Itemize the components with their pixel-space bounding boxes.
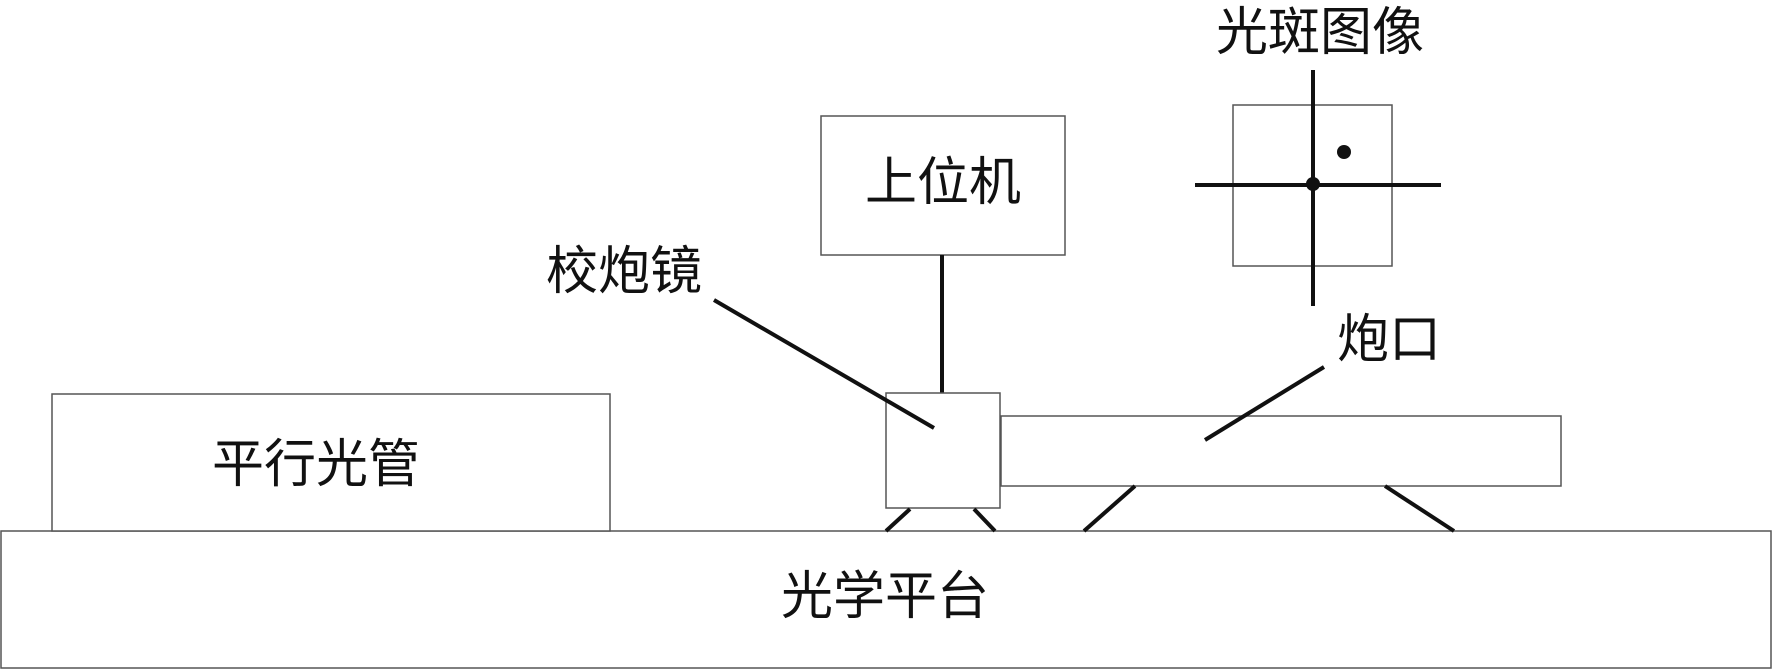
crosshair-center-dot xyxy=(1306,177,1320,191)
spot-image-label: 光斑图像 xyxy=(1216,3,1424,63)
optical-platform-label: 光学平台 xyxy=(781,567,989,627)
host-computer-box xyxy=(820,115,1066,256)
collimator-box xyxy=(51,393,611,532)
host-computer-label: 上位机 xyxy=(865,153,1021,213)
optical-platform-box xyxy=(0,530,1772,669)
boresight-left-leg xyxy=(884,507,912,533)
light-spot-dot xyxy=(1337,145,1351,159)
barrel-right-leg xyxy=(1383,484,1456,533)
boresight-label: 校炮镜 xyxy=(546,242,702,302)
boresight-leader-line xyxy=(712,298,936,430)
muzzle-label: 炮口 xyxy=(1337,310,1441,370)
collimator-label: 平行光管 xyxy=(212,435,420,495)
gun-barrel-box xyxy=(1000,415,1562,487)
boresight-box xyxy=(885,392,1001,509)
muzzle-leader-line xyxy=(1203,365,1326,442)
boresight-right-leg xyxy=(972,507,997,533)
barrel-left-leg xyxy=(1082,484,1137,533)
